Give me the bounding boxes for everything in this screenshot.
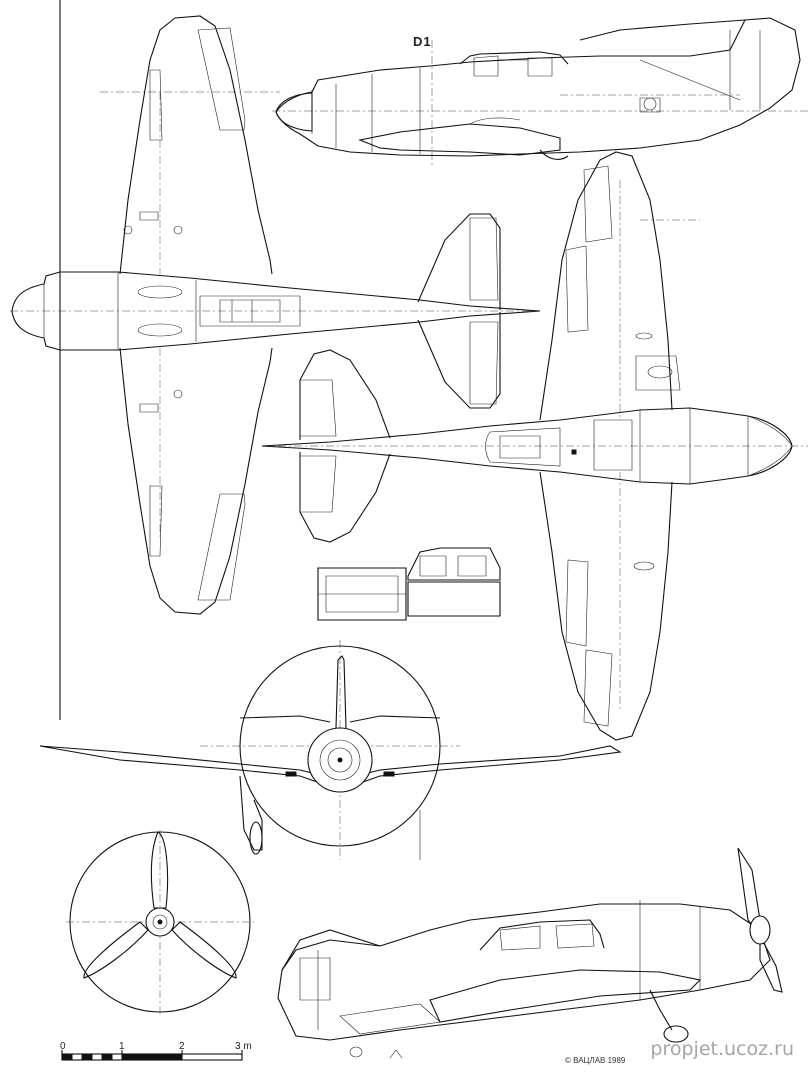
bottom-view [261, 151, 808, 741]
variant-label: D1 [413, 34, 432, 49]
three-quarter-view [277, 847, 783, 1059]
side-view-left [272, 17, 808, 165]
propeller-disc [66, 830, 254, 1014]
top-view [10, 15, 541, 615]
scale-tick-1: 1 [119, 1041, 125, 1052]
author-signature: © ВАЦЛАВ 1989 [565, 1056, 626, 1065]
scale-tick-0: 0 [60, 1041, 66, 1052]
scale-tick-3: 3 m [235, 1041, 252, 1052]
front-view [39, 640, 622, 860]
watermark: propjet.ucoz.ru [650, 1038, 794, 1060]
scale-tick-2: 2 [179, 1041, 185, 1052]
cockpit-detail [317, 547, 501, 621]
scale-bar [61, 1050, 243, 1061]
